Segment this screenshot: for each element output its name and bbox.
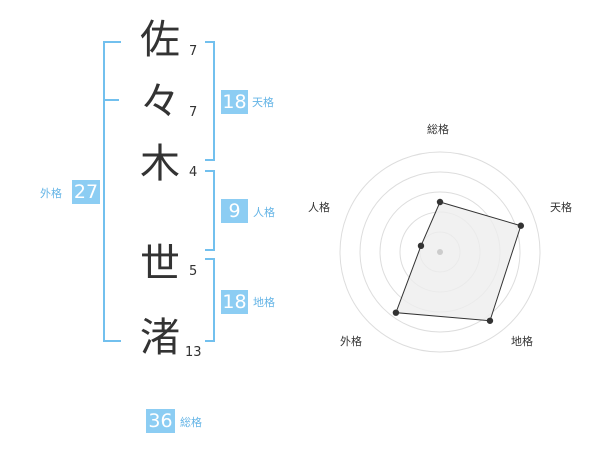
stroke-count-3: 4 xyxy=(189,165,198,180)
radar-axis-label-gaikaku: 外格 xyxy=(340,335,362,348)
jinkaku-value-badge: 9 xyxy=(221,199,248,223)
chikaku-value-badge: 18 xyxy=(221,290,248,314)
radar-point xyxy=(436,198,444,206)
gaikaku-bracket-tick xyxy=(103,99,119,101)
tenkaku-value-badge: 18 xyxy=(221,90,248,114)
stroke-count-1: 7 xyxy=(189,44,198,59)
radar-area xyxy=(395,201,522,322)
tenkaku-bracket xyxy=(205,41,215,161)
radar-point xyxy=(517,222,525,229)
name-char-2: 々 xyxy=(140,79,180,125)
radar-axis-label-chikaku: 地格 xyxy=(511,335,533,348)
radar-axis-label-soukaku: 総格 xyxy=(427,123,449,136)
radar-axis-label-jinkaku: 人格 xyxy=(308,201,330,214)
stroke-count-2: 7 xyxy=(189,105,198,120)
jinkaku-bracket xyxy=(205,170,215,251)
name-char-5: 渚 xyxy=(140,315,180,361)
radar-point xyxy=(486,317,494,324)
radar-point xyxy=(392,309,400,316)
gaikaku-label: 外格 xyxy=(40,187,62,200)
radar-grid-ring xyxy=(339,151,541,353)
jinkaku-label: 人格 xyxy=(253,206,275,219)
radar-point xyxy=(417,242,425,250)
radar-axis-label-tenkaku: 天格 xyxy=(550,201,572,214)
chikaku-label: 地格 xyxy=(253,296,275,309)
name-char-1: 佐 xyxy=(140,17,180,63)
gaikaku-value-badge: 27 xyxy=(72,180,100,204)
tenkaku-label: 天格 xyxy=(252,96,274,109)
name-char-3: 木 xyxy=(140,141,180,187)
radar-center-dot xyxy=(437,249,443,255)
soukaku-label: 総格 xyxy=(180,416,202,429)
radar-grid-ring xyxy=(359,171,521,333)
gaikaku-bracket xyxy=(103,41,121,342)
chikaku-bracket xyxy=(205,258,215,342)
soukaku-value-badge: 36 xyxy=(146,409,175,433)
stroke-count-5: 13 xyxy=(185,345,202,360)
stroke-count-4: 5 xyxy=(189,264,198,279)
name-char-4: 世 xyxy=(140,241,180,287)
